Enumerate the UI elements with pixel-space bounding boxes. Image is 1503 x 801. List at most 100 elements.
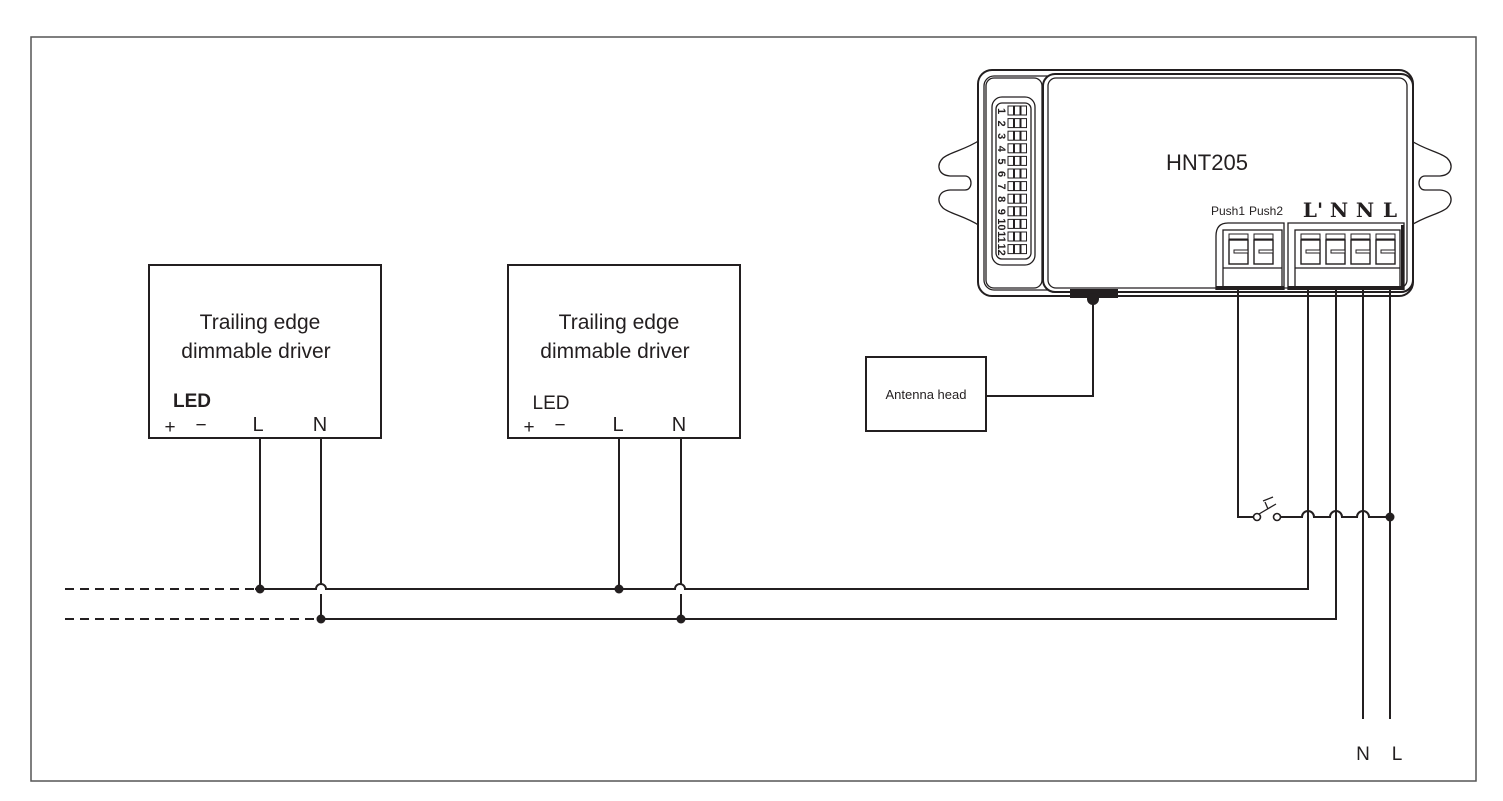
terminal-clamp-top xyxy=(1325,233,1346,240)
dip-switch-cell xyxy=(1007,118,1014,129)
terminal-clamp-top xyxy=(1228,233,1249,240)
antenna-head: Antenna head xyxy=(865,302,1094,432)
driver-2-title-line2: dimmable driver xyxy=(540,340,689,363)
driver-2: Trailing edge dimmable driver LED + − L … xyxy=(507,264,741,439)
dip-switch-number: 12 xyxy=(995,243,1007,255)
dip-switch-cell xyxy=(1007,218,1014,229)
dip-switch-cell xyxy=(1020,105,1027,116)
junction-dot xyxy=(316,614,326,624)
dip-switch-cell xyxy=(1007,155,1014,166)
push-to-live-wire xyxy=(1281,510,1390,518)
terminal-screw-slot xyxy=(1258,249,1274,254)
dip-switch-cell xyxy=(1020,143,1027,154)
push-terminal-block xyxy=(1215,222,1285,290)
dip-switch-cell xyxy=(1007,181,1014,192)
dip-switch-cell xyxy=(1014,105,1021,116)
junction-dot xyxy=(614,584,624,594)
right-mounting-ear xyxy=(1409,139,1452,227)
dip-switch-cell xyxy=(1014,143,1021,154)
dip-switch-cell xyxy=(1007,231,1014,242)
antenna-head-box xyxy=(865,356,987,432)
terminal-label-n2: N xyxy=(1356,198,1374,222)
dip-switch-cell xyxy=(1014,118,1021,129)
driver-1-led-plus: + xyxy=(164,417,175,438)
driver-1-title-line1: Trailing edge xyxy=(200,311,321,334)
terminal-screw-slot xyxy=(1233,249,1249,254)
driver-2-led-minus: − xyxy=(554,415,565,436)
terminal-label-push1: Push1 xyxy=(1211,204,1245,218)
switch-actuator-stem xyxy=(1264,501,1269,510)
dip-switch-number: 2 xyxy=(995,121,1007,127)
driver-1-box xyxy=(148,264,382,439)
terminal-label-n1: N xyxy=(1330,198,1348,222)
diagram-frame xyxy=(30,36,1477,782)
dip-switch-cell xyxy=(1014,218,1021,229)
switch-actuator-head xyxy=(1262,496,1274,502)
junction-dot xyxy=(1385,512,1395,522)
power-terminal-block xyxy=(1287,222,1405,290)
dip-switch-cell xyxy=(1020,244,1027,255)
dip-switch-cell xyxy=(1007,168,1014,179)
dip-switch-cell xyxy=(1007,206,1014,217)
terminal-clamp-top xyxy=(1300,233,1321,240)
dip-switch-cell xyxy=(1014,193,1021,204)
dip-switch-cell xyxy=(1020,155,1027,166)
terminal-screw-slot xyxy=(1305,249,1321,254)
antenna-head-label: Antenna head xyxy=(886,387,967,402)
driver-1: Trailing edge dimmable driver LED + − L … xyxy=(148,264,382,439)
driver-2-led-plus: + xyxy=(523,417,534,438)
dip-switch-cell xyxy=(1020,130,1027,141)
neutral-bus xyxy=(318,290,1337,620)
push-button-switch xyxy=(1237,290,1395,522)
dip-switch-cell xyxy=(1007,244,1014,255)
terminal-clamp-top xyxy=(1375,233,1396,240)
dip-switch-number: 3 xyxy=(995,133,1007,139)
dip-switch-cell xyxy=(1020,193,1027,204)
dip-switch-cell xyxy=(1020,168,1027,179)
dip-switch-cell xyxy=(1014,130,1021,141)
dip-switch-cell xyxy=(1014,181,1021,192)
dip-switch-cell xyxy=(1007,193,1014,204)
switch-contact xyxy=(1252,512,1262,522)
antenna-cable xyxy=(986,302,1094,397)
terminal-label-push2: Push2 xyxy=(1249,204,1283,218)
device-model-label: HNT205 xyxy=(1166,150,1248,175)
dip-switch-number: 11 xyxy=(995,231,1007,243)
dip-switch-cell xyxy=(1014,206,1021,217)
switch-contact xyxy=(1272,512,1282,522)
driver-1-n-terminal: N xyxy=(313,414,327,436)
dip-switch-cell xyxy=(1020,206,1027,217)
driver-2-led-label: LED xyxy=(533,393,570,414)
left-mounting-ear xyxy=(938,139,981,227)
dip-switch-number: 5 xyxy=(995,158,1007,164)
dip-switch-number: 8 xyxy=(995,196,1007,202)
dip-switch-cell xyxy=(1014,155,1021,166)
terminal-label-l-prime: L' xyxy=(1303,198,1323,222)
terminal-clamp-top xyxy=(1253,233,1274,240)
dip-switch-number: 9 xyxy=(995,209,1007,215)
dip-switch-cell xyxy=(1007,105,1014,116)
dip-switch-cell xyxy=(1007,130,1014,141)
junction-dot xyxy=(676,614,686,624)
dip-switch-window-inner xyxy=(995,102,1032,260)
dip-switch-number: 7 xyxy=(995,184,1007,190)
terminal-screw-slot xyxy=(1380,249,1396,254)
dip-switch-cell xyxy=(1020,181,1027,192)
mains-n-label: N xyxy=(1356,744,1370,765)
dip-switch-cell xyxy=(1014,244,1021,255)
dip-switch-cell xyxy=(1007,143,1014,154)
dip-switch-number: 6 xyxy=(995,171,1007,177)
terminal-label-l: L xyxy=(1383,198,1397,222)
terminal-clamp-top xyxy=(1350,233,1371,240)
mains-l-label: L xyxy=(1392,744,1403,765)
dip-switch-cell xyxy=(1014,168,1021,179)
junction-dot xyxy=(255,584,265,594)
dip-switch-cell xyxy=(1014,231,1021,242)
driver-2-box xyxy=(507,264,741,439)
dip-switch-number: 1 xyxy=(995,108,1007,114)
driver-2-title-line1: Trailing edge xyxy=(559,311,680,334)
terminal-screws xyxy=(1228,233,1396,265)
